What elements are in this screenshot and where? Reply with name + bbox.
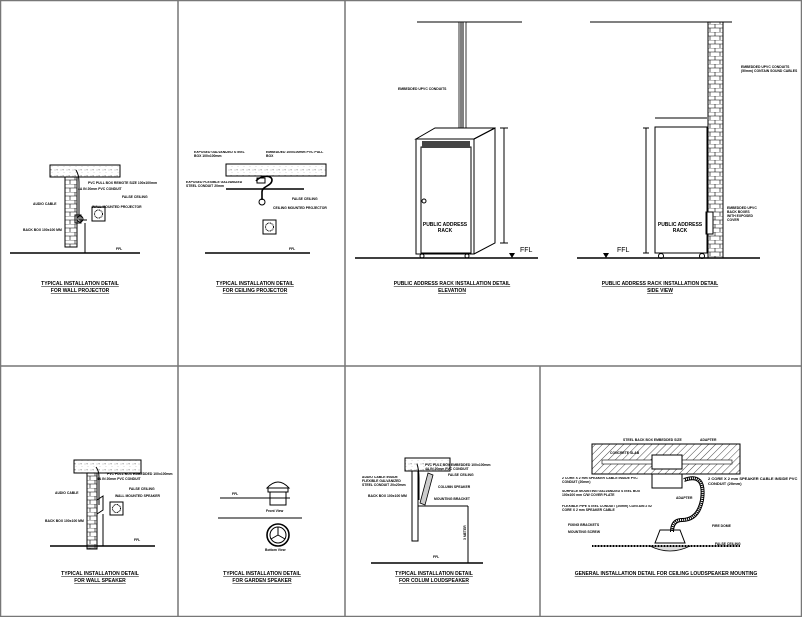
- panel-ceiling-projector: EXPOSED GALVANIZED STEEL BOX 100x100mm E…: [186, 151, 327, 294]
- annotation-label: FFL: [116, 247, 122, 251]
- rack-front: [415, 138, 475, 255]
- annotation-label: STEEL BACK BOX EMBEDDED SIZE: [623, 438, 682, 442]
- panel-wall-projector: PVC PULL BOX REMOTE SIZE 100x100mm 4A IN…: [10, 164, 157, 294]
- panel-wall-speaker: PVC PULL BOX EMBEDDED 100x100mm 4A IN 20…: [45, 459, 173, 584]
- annotation-label: 4A IN 20mm PVC CONDUIT: [78, 187, 123, 191]
- annotation-label: BACK BOXES: [727, 210, 750, 214]
- back-box: [74, 214, 82, 224]
- caption: GENERAL INSTALLATION DETAIL FOR CEILING …: [575, 571, 758, 577]
- rack-side: [654, 126, 708, 254]
- annotation-label: EXPOSED GALVANIZED STEEL BOX 100x100mm: [194, 151, 245, 158]
- speaker-bottom-view: [266, 523, 290, 547]
- annotation-label: MOUNTING SCREW: [568, 530, 601, 534]
- annotation-label: PUBLIC ADDRESS: [658, 222, 703, 228]
- projector-icon: [91, 206, 106, 222]
- annotation-label: BACK BOX 100x100 MM: [45, 519, 84, 523]
- caption: TYPICAL INSTALLATION DETAIL: [61, 571, 139, 577]
- annotation-label: COVER: [727, 218, 740, 222]
- annotation-label: AUDIO CABLE: [55, 491, 79, 495]
- annotation-label: MOUNTING BRACKET: [434, 497, 471, 501]
- caption: TYPICAL INSTALLATION DETAIL: [223, 571, 301, 577]
- annotation-label: FFL: [289, 247, 295, 251]
- annotation-label: WALL MOUNTED SPEAKER: [115, 494, 161, 498]
- caption-line-2: FOR WALL PROJECTOR: [51, 288, 110, 294]
- speaker-icon: [109, 501, 124, 516]
- caption: FOR CEILING PROJECTOR: [223, 288, 288, 294]
- annotation-label: RACK: [673, 228, 688, 234]
- annotation-label: FALSE CEILING: [448, 473, 474, 477]
- annotation-label: BACK BOX 100x100 MM: [368, 494, 407, 498]
- annotation-label: AUDIO CABLE INSIDE FLEXIBLE GALVANIZED S…: [362, 476, 406, 487]
- caption-line-1: TYPICAL INSTALLATION DETAIL: [41, 281, 119, 287]
- panel-column-loudspeaker: PVC PULL BOX EMBEDDED 100x100mm 4A IN 20…: [362, 457, 491, 584]
- annotation-label: FFL: [433, 555, 439, 559]
- annotation-label: CONCRETE SLAB: [610, 451, 640, 455]
- annotation-label: FFL: [520, 247, 533, 254]
- annotation-label: 2 CORE X 2 mm SPEAKER CABLE INSIDE PVC C…: [708, 477, 798, 486]
- annotation-label: EXPOSED FLEXIBLE GALVANIZED STEEL CONDUI…: [186, 181, 243, 188]
- projector-icon: [262, 219, 277, 235]
- annotation-label: FFL: [134, 538, 140, 542]
- caption: FOR WALL SPEAKER: [74, 578, 126, 584]
- annotation-label: EMBEDDED UPVC CONDUITS: [398, 87, 447, 91]
- annotation-label: FIXING BRACKETS: [568, 523, 600, 527]
- annotation-label: FALSE CEILING: [292, 197, 318, 201]
- annotation-label: WALL MOUNTED PROJECTOR: [92, 205, 142, 209]
- panel-pa-rack-side: EMBEDDED UPVC CONDUITS (50mm) CONTAIN SO…: [577, 21, 798, 294]
- annotation-label: PVC PULL BOX EMBEDDED 100x100mm: [107, 472, 173, 476]
- caption: ELEVATION: [438, 288, 466, 294]
- annotation-label: FLEXIBLE PIPE STEEL CONDUIT (20mm) CONTA…: [562, 505, 652, 512]
- panel-garden-speaker: Front View Bottom View FFL TYPICAL INSTA…: [218, 481, 302, 584]
- annotation-label: 3 METER: [463, 525, 467, 540]
- annotation-label: EMBEDDED UPVC: [727, 206, 757, 210]
- panel-ceiling-loudspeaker: STEEL BACK BOX EMBEDDED SIZE ADAPTER CON…: [562, 438, 798, 577]
- caption: PUBLIC ADDRESS RACK INSTALLATION DETAIL: [394, 281, 510, 287]
- annotation-label: RACK: [438, 228, 453, 234]
- caption: TYPICAL INSTALLATION DETAIL: [395, 571, 473, 577]
- annotation-label: 4A IN 20mm PVC CONDUIT: [97, 477, 142, 481]
- annotation-label: Front View: [266, 509, 284, 513]
- annotation-label: PVC PULL BOX EMBEDDED 100x100mm: [425, 463, 491, 467]
- annotation-label: FFL: [617, 247, 630, 254]
- annotation-label: BACK BOX 100x100 MM: [23, 228, 62, 232]
- annotation-label: PUBLIC ADDRESS: [423, 222, 468, 228]
- annotation-label: PVC PULL BOX REMOTE SIZE 100x100mm: [88, 181, 157, 185]
- caption: PUBLIC ADDRESS RACK INSTALLATION DETAIL: [602, 281, 718, 287]
- annotation-label: EMBEDDED 100x100mm PVC PULL BOX: [266, 151, 324, 158]
- caption: TYPICAL INSTALLATION DETAIL: [216, 281, 294, 287]
- annotation-label: EMBEDDED UPVC CONDUITS: [741, 65, 790, 69]
- annotation-label: COLUMN SPEAKER: [438, 485, 471, 489]
- panel-pa-rack-elevation: EMBEDDED UPVC CONDUITS PUBLIC ADDRESS RA…: [355, 21, 538, 294]
- annotation-label: 4A IN 20mm PVC CONDUIT: [425, 467, 470, 471]
- annotation-label: 2 CORE X 2 mm SPEAKER CABLE INSIDE PVC C…: [562, 477, 638, 484]
- annotation-label: FALSE CEILING: [122, 195, 148, 199]
- annotation-label: FIRE DOME: [712, 524, 732, 528]
- annotation-label: FALSE CEILING: [715, 542, 741, 546]
- annotation-label: ADAPTER: [676, 496, 693, 500]
- annotation-label: WITH EXPOSED: [727, 214, 754, 218]
- caption: SIDE VIEW: [647, 288, 673, 294]
- annotation-label: SURFACE MOUNTING GALVANIZED STEEL BOX 10…: [562, 490, 641, 497]
- caption: FOR COLUM LOUDSPEAKER: [399, 578, 469, 584]
- annotation-label: CEILING MOUNTED PROJECTOR: [273, 206, 327, 210]
- annotation-label: Bottom View: [265, 548, 286, 552]
- annotation-label: AUDIO CABLE: [33, 202, 57, 206]
- annotation-label: (50mm) CONTAIN SOUND CABLES: [741, 69, 798, 73]
- caption: FOR GARDEN SPEAKER: [232, 578, 292, 584]
- annotation-label: ADAPTER: [700, 438, 717, 442]
- annotation-label: FALSE CEILING: [129, 487, 155, 491]
- annotation-label: FFL: [232, 492, 238, 496]
